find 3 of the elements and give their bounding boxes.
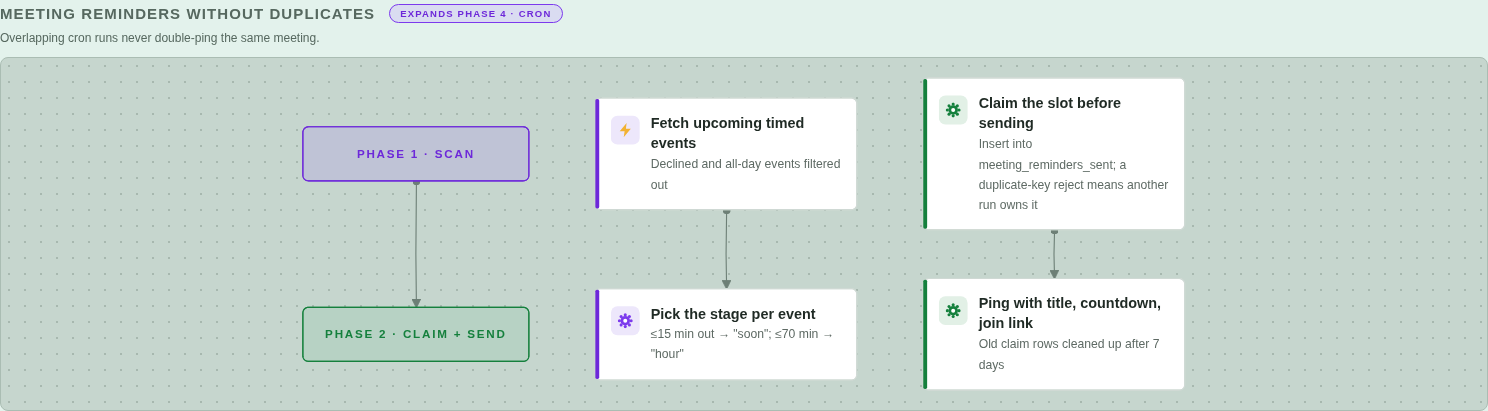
diagram-subtitle: Overlapping cron runs never double-ping the same meeting. [0,31,320,45]
phase-tag: EXPANDS PHASE 4 · CRON [389,4,563,23]
diagram-title: MEETING REMINDERS WITHOUT DUPLICATES [0,5,376,22]
